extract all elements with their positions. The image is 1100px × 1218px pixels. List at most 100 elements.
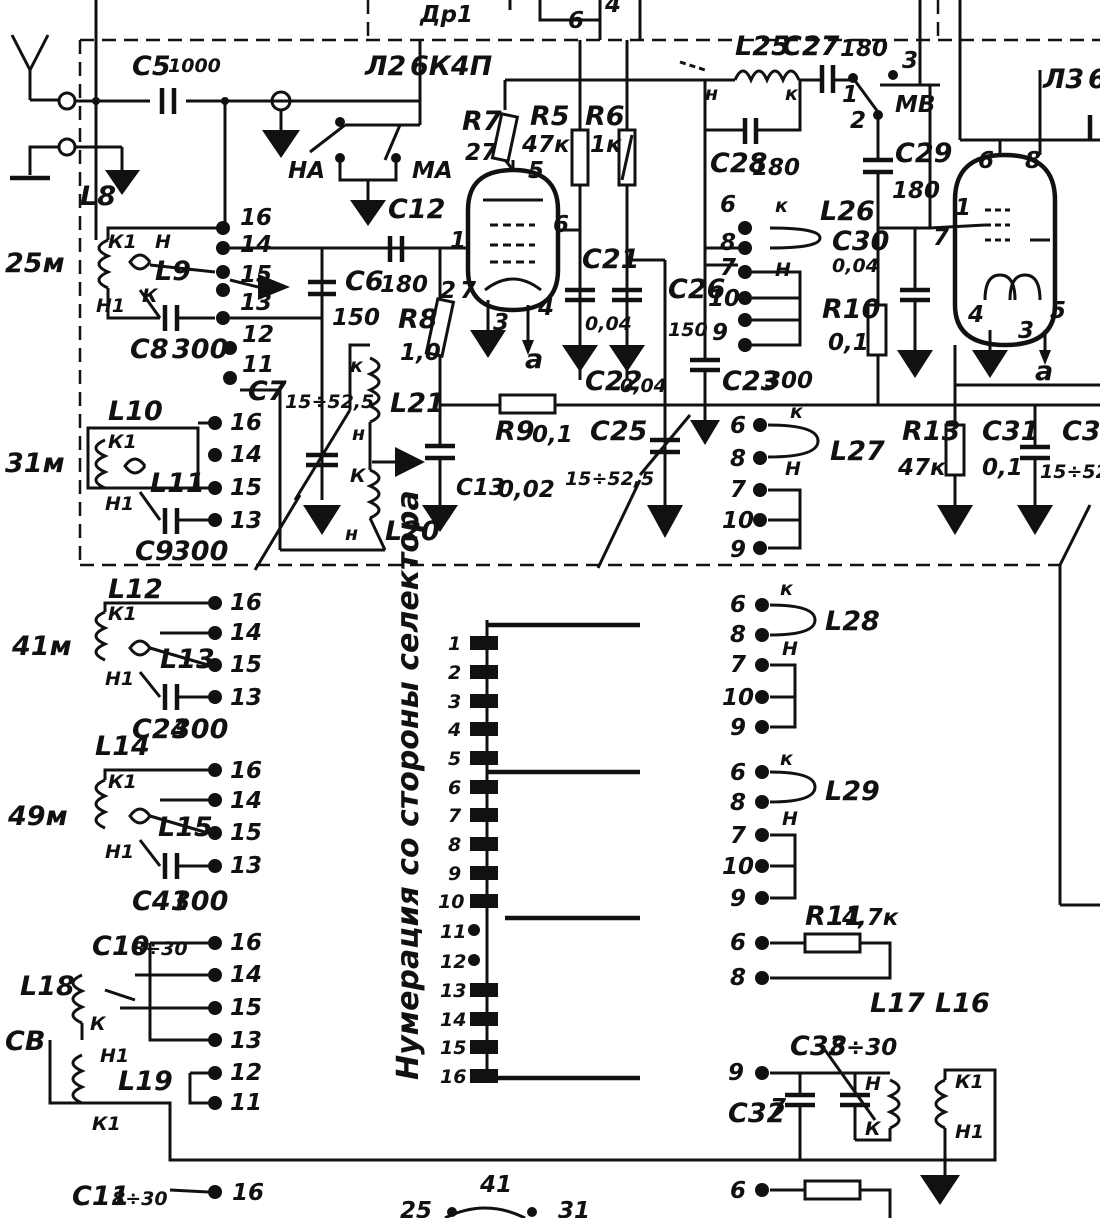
coil-l25-area bbox=[679, 60, 898, 300]
r11-contact-8: 8 bbox=[730, 965, 746, 991]
tube-l3-ref: Л3 bbox=[1042, 64, 1084, 95]
sv-contact-14: 14 bbox=[230, 962, 262, 988]
coil-h1-l16: Н1 bbox=[955, 1121, 984, 1143]
sel-num-5: 5 bbox=[448, 748, 461, 770]
c8-value: 300 bbox=[172, 334, 228, 365]
contact-14: 14 bbox=[240, 232, 272, 258]
contact-13: 13 bbox=[240, 290, 272, 316]
r7-value: 27 bbox=[465, 140, 497, 166]
c41-value: 300 bbox=[172, 886, 228, 917]
l2-pin-2: 2 bbox=[440, 278, 456, 304]
sel-num-1: 1 bbox=[448, 633, 461, 655]
l8-ref: L8 bbox=[80, 181, 116, 212]
coil-l10-l11 bbox=[86, 388, 385, 552]
l10-contact-13: 13 bbox=[230, 508, 262, 534]
r9-value: 0,1 bbox=[532, 422, 573, 448]
sel-num-13: 13 bbox=[440, 980, 466, 1002]
sel-num-14: 14 bbox=[440, 1009, 466, 1031]
r10-value: 0,1 bbox=[828, 330, 869, 356]
l28-contact-10: 10 bbox=[722, 685, 754, 711]
coil-k-l26: к bbox=[775, 195, 789, 217]
l12-ref: L12 bbox=[108, 574, 163, 605]
band-sv: СВ bbox=[5, 1026, 45, 1057]
sv-contact-15: 15 bbox=[230, 995, 262, 1021]
l26-contact-7: 7 bbox=[720, 255, 736, 281]
coil-h1-a: Н1 bbox=[96, 295, 125, 317]
selector-pads bbox=[468, 636, 498, 1083]
l17-contact-9: 9 bbox=[728, 1060, 744, 1086]
c7-value: 15÷52,5 bbox=[285, 391, 374, 413]
l3-alpha: а bbox=[1035, 356, 1053, 387]
contact-11: 11 bbox=[242, 352, 274, 378]
l14-contact-14: 14 bbox=[230, 788, 262, 814]
contact-15: 15 bbox=[240, 262, 272, 288]
bottom-partial bbox=[169, 1179, 892, 1218]
tube-l2 bbox=[440, 160, 580, 358]
c28-value: 180 bbox=[752, 155, 800, 181]
r7-ref: R7 bbox=[462, 106, 502, 137]
switch-mv: МВ bbox=[895, 92, 935, 118]
r5-value: 47к bbox=[521, 132, 571, 158]
coil-l16-l17 bbox=[755, 1049, 997, 1205]
l27-contact-6: 6 bbox=[730, 413, 746, 439]
coil-h-l17: Н bbox=[865, 1073, 881, 1095]
coil-h-a: Н bbox=[155, 231, 171, 253]
resistors-r5-r7 bbox=[490, 112, 685, 538]
l3-pin-7: 7 bbox=[933, 225, 949, 251]
c9-ref: С9 bbox=[135, 536, 174, 567]
output-section bbox=[937, 385, 1100, 907]
coil-h-l27: Н bbox=[785, 458, 801, 480]
c27-ref: С27 bbox=[782, 31, 840, 62]
resistors-r8-r9 bbox=[424, 297, 557, 415]
tube-l3-type: 6 bbox=[1088, 64, 1100, 95]
switch-na: НА bbox=[288, 158, 325, 184]
r5-ref: R5 bbox=[530, 101, 570, 132]
sv-contact-12: 12 bbox=[230, 1060, 262, 1086]
l28-ref: L28 bbox=[825, 606, 880, 637]
l2-pin-7: 7 bbox=[460, 278, 476, 304]
l25-ref: L25 bbox=[735, 31, 790, 62]
c22-ref: С22 bbox=[585, 366, 642, 397]
l27-ref: L27 bbox=[830, 436, 885, 467]
labels: Л2 6К4П Л3 6 Др1 25м 31м 41м 49м СВ НА М… bbox=[5, 0, 1100, 1218]
coil-l27-contacts bbox=[753, 418, 820, 555]
coil-h-l29: Н bbox=[782, 808, 798, 830]
l2-pin-5: 5 bbox=[528, 158, 544, 184]
l27-contact-8: 8 bbox=[730, 446, 746, 472]
l14-contact-16: 16 bbox=[230, 758, 262, 784]
c29-value: 180 bbox=[892, 178, 940, 204]
input-contact-block bbox=[216, 221, 440, 535]
c30-value: 0,04 bbox=[832, 255, 879, 277]
c12-value: 180 bbox=[380, 272, 428, 298]
c9-value: 300 bbox=[172, 536, 228, 567]
r11-contact-6: 6 bbox=[730, 930, 746, 956]
c22-value: 0,04 bbox=[620, 375, 667, 397]
l3-pin-6: 6 bbox=[978, 148, 994, 174]
l29-contact-6: 6 bbox=[730, 760, 746, 786]
r13-ref: R13 bbox=[902, 416, 960, 447]
resistor-r10 bbox=[866, 226, 933, 405]
coil-l12-l13 bbox=[94, 596, 222, 710]
l17-ref: L17 bbox=[870, 988, 925, 1019]
l29-contact-9: 9 bbox=[730, 886, 746, 912]
c33-value: 8÷30 bbox=[830, 1035, 897, 1061]
l19-ref: L19 bbox=[118, 1066, 173, 1097]
coil-k-l29: к bbox=[780, 748, 794, 770]
l3-pin-8: 8 bbox=[1025, 148, 1041, 174]
sel-num-11: 11 bbox=[440, 921, 466, 943]
l26-contact-10: 10 bbox=[708, 286, 740, 312]
coil-h-c: н bbox=[345, 523, 358, 545]
na-ma-switch bbox=[309, 101, 422, 226]
c5-ref: С5 bbox=[132, 51, 171, 82]
selector-caption: Нумерация со стороны селектора bbox=[391, 490, 426, 1080]
l26-ref: L26 bbox=[820, 196, 875, 227]
l27-contact-7: 7 bbox=[730, 477, 746, 503]
c6-value: 150 bbox=[332, 305, 380, 331]
sel-num-2: 2 bbox=[448, 662, 461, 684]
resistor-r11 bbox=[755, 932, 892, 985]
coil-k-l28: к bbox=[780, 578, 794, 600]
l3-pin-5: 5 bbox=[1050, 298, 1066, 324]
c31-value: 0,1 bbox=[982, 455, 1023, 481]
bottom-contact-16: 16 bbox=[232, 1180, 264, 1206]
c35-ref: С35 bbox=[1062, 416, 1100, 447]
